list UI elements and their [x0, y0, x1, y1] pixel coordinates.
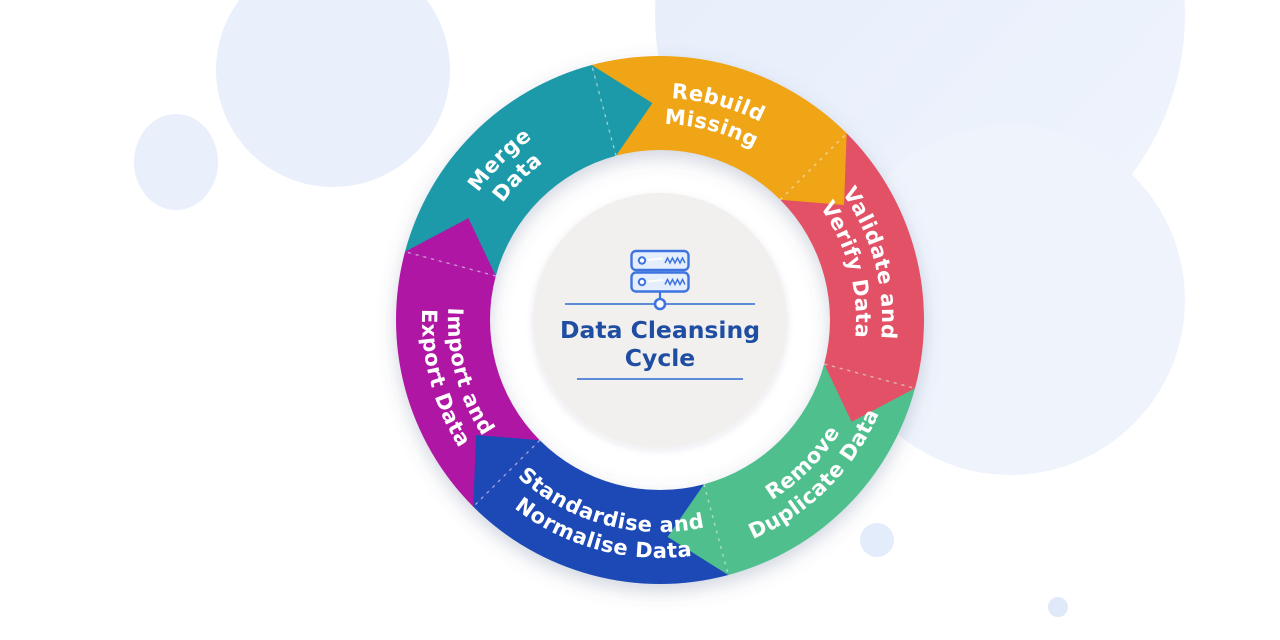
bg-blob [860, 523, 894, 557]
segment-arrowhead-validate-verify [824, 364, 915, 422]
bg-blob [134, 114, 218, 210]
segment-arrowhead-merge-data [591, 65, 653, 156]
segment-arc-standardise-normalise [473, 440, 729, 585]
server-led-bottom [637, 277, 647, 287]
segment-arrowhead-remove-duplicate [667, 484, 729, 575]
server-zigzag-bottom [664, 277, 686, 287]
bg-blob [835, 125, 1185, 475]
server-slot-bottom [647, 279, 664, 283]
segment-arrowhead-rebuild-missing [780, 133, 847, 205]
bg-blob [216, 0, 450, 187]
center-title-line2: Cycle [625, 344, 696, 372]
cycle-ring [395, 55, 925, 585]
connector-dot [653, 297, 667, 311]
segment-arrowhead-import-export [405, 218, 496, 276]
center-disc [533, 193, 787, 447]
server-box-top [630, 249, 690, 272]
center-content: Data Cleansing Cycle [560, 249, 760, 380]
segment-arrowhead-standardise-normalise [473, 435, 540, 507]
server-stack-icon [630, 249, 690, 300]
server-led-top [637, 256, 647, 265]
server-slot-top [647, 257, 664, 261]
bg-blob [1048, 597, 1068, 617]
server-zigzag-top [664, 256, 686, 265]
segment-arc-rebuild-missing [591, 55, 847, 200]
center-title-line1: Data Cleansing [560, 316, 760, 344]
segment-arc-remove-duplicate [704, 364, 915, 575]
segment-arc-merge-data [405, 65, 616, 276]
